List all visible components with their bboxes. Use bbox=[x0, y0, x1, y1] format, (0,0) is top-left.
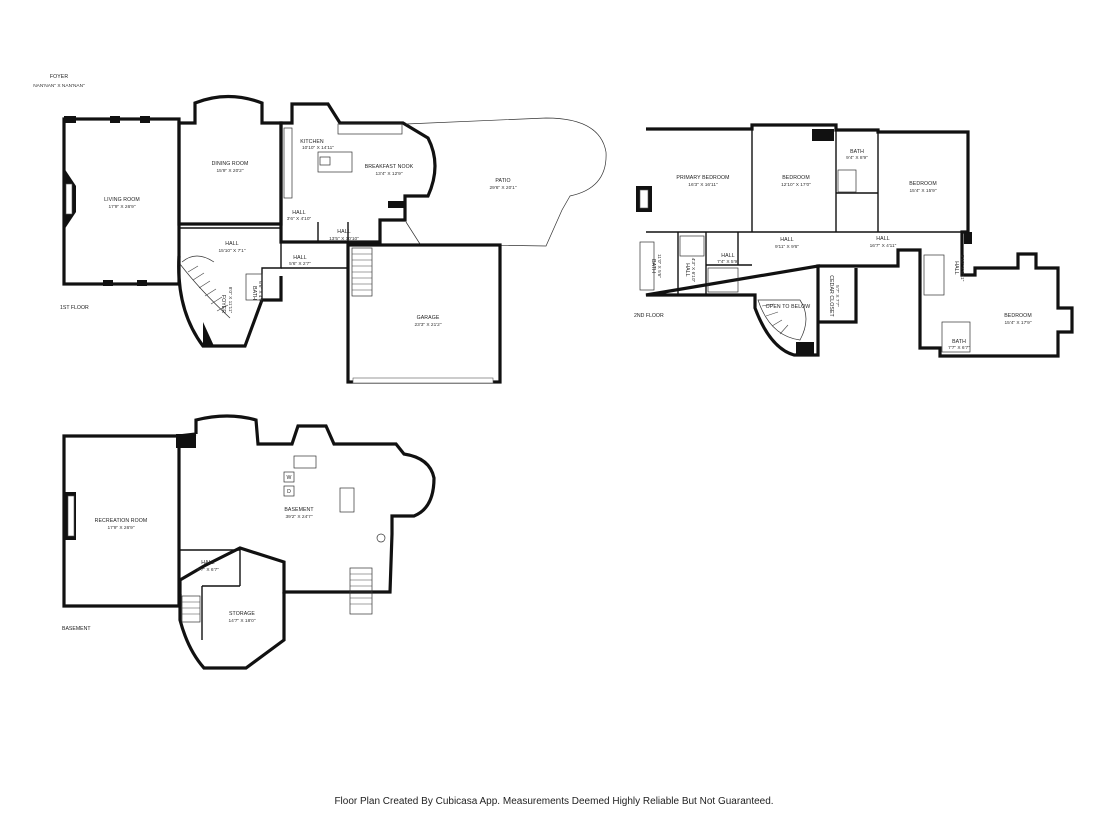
bedroom2-dim: 12'10" X 17'0" bbox=[781, 182, 811, 188]
hall-a-name: HALL bbox=[780, 237, 793, 243]
bedroom4-dim: 15'4" X 17'9" bbox=[1004, 320, 1031, 326]
breakfast-nook-name: BREAKFAST NOOK bbox=[365, 164, 414, 170]
bath-left-dim: 11'0" X 5'6" bbox=[656, 254, 662, 278]
hall-main-name: HALL bbox=[225, 241, 238, 247]
cedar-closet-dim: 5'7" X 7'7" bbox=[834, 285, 840, 307]
hall-c-name: HALL bbox=[721, 253, 734, 259]
hall-d-name: HALL bbox=[684, 263, 690, 276]
foyer-name: FOYER bbox=[220, 295, 226, 314]
hall-a-dim: 9'11" X 9'6" bbox=[775, 244, 799, 250]
dining-room-dim: 15'9" X 20'2" bbox=[216, 168, 243, 174]
bath-top-name: BATH bbox=[850, 149, 864, 155]
foyer-top-name: FOYER bbox=[50, 74, 69, 80]
hall-small-dim: 3'6" X 4'10" bbox=[287, 216, 312, 222]
patio-dim: 29'6" X 20'1" bbox=[489, 185, 516, 191]
kitchen-name: KITCHEN bbox=[300, 139, 324, 145]
dining-room-name: DINING ROOM bbox=[212, 161, 249, 167]
first-floor-label: 1ST FLOOR bbox=[60, 305, 89, 311]
garage-name: GARAGE bbox=[417, 315, 440, 321]
hall-tiny-name: HALL bbox=[293, 255, 306, 261]
second-floor-label: 2ND FLOOR bbox=[634, 313, 664, 319]
open-to-below-label: OPEN TO BELOW bbox=[766, 304, 811, 310]
disclaimer-caption: Floor Plan Created By Cubicasa App. Meas… bbox=[334, 796, 774, 807]
basement-stairs bbox=[349, 567, 373, 615]
kitchen-dim: 10'10" X 14'11" bbox=[302, 145, 334, 151]
basement-walls bbox=[178, 414, 436, 606]
basement-name: BASEMENT bbox=[284, 507, 314, 513]
bath-top-dim: 9'4" X 8'9" bbox=[846, 155, 868, 161]
basement-floor: RECREATION ROOM 17'9" X 26'9" BASEMENT 3… bbox=[62, 414, 436, 670]
living-room-dim: 17'9" X 26'9" bbox=[108, 204, 135, 210]
hall-small-name: HALL bbox=[292, 210, 305, 216]
recreation-room-name: RECREATION ROOM bbox=[95, 518, 148, 524]
breakfast-nook-dim: 13'4" X 12'9" bbox=[375, 171, 402, 177]
hall-main-dim: 15'10" X 7'1" bbox=[218, 248, 245, 254]
garage-dim: 23'3" X 21'2" bbox=[414, 322, 441, 328]
basement-hall-dim: 9'7" X 6'7" bbox=[197, 567, 219, 573]
bedroom3-name: BEDROOM bbox=[909, 181, 937, 187]
hall-e-dim: 3'10" X 6'11" bbox=[959, 255, 965, 282]
bath-dim: 6'6" X 4'1" bbox=[257, 281, 263, 303]
hall-b-name: HALL bbox=[876, 236, 889, 242]
hall-tiny-dim: 5'6" X 2'7" bbox=[289, 261, 311, 267]
kitchen-walls bbox=[279, 102, 437, 244]
bath-left-name: BATH bbox=[650, 259, 656, 273]
hall-d-dim: 4'3" X 6'10" bbox=[690, 258, 696, 283]
second-floor: PRIMARY BEDROOM 16'3" X 16'11" BEDROOM 1… bbox=[634, 123, 1074, 358]
basement-label: BASEMENT bbox=[62, 626, 91, 632]
recreation-room-dim: 17'9" X 26'9" bbox=[107, 525, 134, 531]
hall-e-name: HALL bbox=[953, 261, 959, 274]
hall-mid-dim: 13'5" X 10'10" bbox=[329, 236, 359, 242]
basement-dim: 39'2" X 24'7" bbox=[285, 514, 312, 520]
bedroom3-dim: 15'4" X 15'9" bbox=[909, 188, 936, 194]
second-floor-outline bbox=[645, 123, 1074, 358]
cedar-closet-name: CEDAR CLOSET bbox=[828, 275, 834, 317]
bedroom2-name: BEDROOM bbox=[782, 175, 810, 181]
hall-c-dim: 7'4" X 5'9" bbox=[717, 259, 739, 265]
storage-name: STORAGE bbox=[229, 611, 255, 617]
storage-dim: 14'7" X 18'0" bbox=[228, 618, 255, 624]
storage-stairs bbox=[181, 595, 201, 623]
bath-right-dim: 7'7" X 6'7" bbox=[948, 345, 970, 351]
garage-walls bbox=[346, 243, 502, 384]
hall-b-dim: 16'7" X 4'11" bbox=[870, 243, 897, 249]
basement-hall-name: HALL bbox=[201, 560, 214, 566]
patio-name: PATIO bbox=[495, 178, 510, 184]
washer-label: W bbox=[287, 475, 292, 481]
bedroom4-name: BEDROOM bbox=[1004, 313, 1032, 319]
foyer-top-dim: NAN'NAN" X NAN'NAN" bbox=[33, 83, 85, 89]
primary-bedroom-name: PRIMARY BEDROOM bbox=[676, 175, 729, 181]
primary-bedroom-dim: 16'3" X 16'11" bbox=[688, 182, 718, 188]
foyer-walls bbox=[177, 255, 283, 348]
first-floor: FOYER NAN'NAN" X NAN'NAN" LIVING ROOM 17… bbox=[33, 74, 607, 384]
dryer-label: D bbox=[287, 489, 291, 495]
living-room-name: LIVING ROOM bbox=[104, 197, 140, 203]
hall-mid-name: HALL bbox=[337, 229, 350, 235]
curved-staircase-1st bbox=[179, 263, 231, 319]
curved-staircase-2nd bbox=[757, 299, 807, 341]
bath-right-name: BATH bbox=[952, 339, 966, 345]
foyer-dim: 8'0" X 11'11" bbox=[227, 287, 233, 314]
storage-walls bbox=[178, 592, 286, 670]
garage-stairs bbox=[351, 247, 373, 297]
patio-outline bbox=[405, 117, 607, 247]
bath-name: BATH bbox=[251, 286, 257, 300]
